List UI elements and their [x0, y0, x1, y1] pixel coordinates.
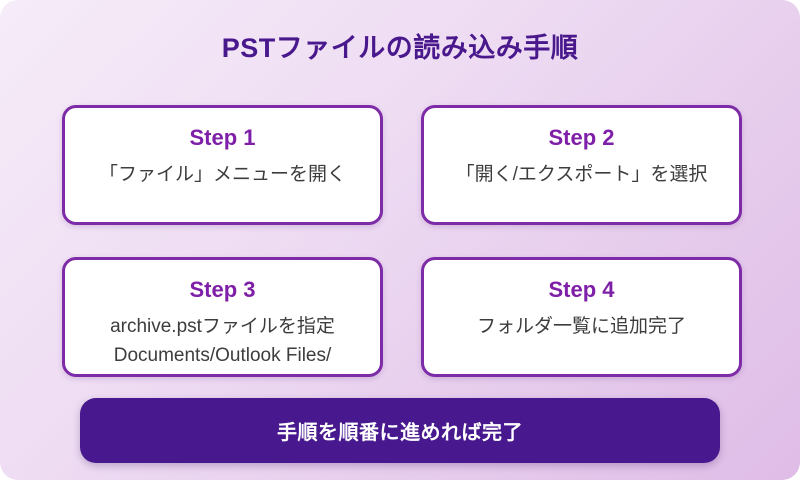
step-card-4: Step 4 フォルダ一覧に追加完了	[421, 257, 742, 377]
step-4-text: フォルダ一覧に追加完了	[476, 316, 686, 337]
steps-grid: Step 1 「ファイル」メニューを開く Step 2 「開く/エクスポート」を…	[62, 105, 742, 377]
step-4-label: Step 4	[548, 277, 615, 302]
step-3-text-line-1: archive.pstファイルを指定	[110, 316, 335, 337]
step-1-text: 「ファイル」メニューを開く	[98, 164, 346, 185]
page-title: PSTファイルの読み込み手順	[221, 33, 579, 63]
step-card-2: Step 2 「開く/エクスポート」を選択	[421, 105, 742, 225]
step-2-text: 「開く/エクスポート」を選択	[455, 164, 708, 185]
completion-banner: 手順を順番に進めれば完了	[80, 398, 720, 463]
step-3-text: archive.pstファイルを指定 Documents/Outlook Fil…	[110, 312, 335, 371]
completion-banner-text: 手順を順番に進めれば完了	[277, 422, 523, 444]
step-card-1: Step 1 「ファイル」メニューを開く	[62, 105, 383, 225]
step-3-text-line-2: Documents/Outlook Files/	[113, 345, 332, 367]
step-card-3: Step 3 archive.pstファイルを指定 Documents/Outl…	[62, 257, 383, 377]
step-2-label: Step 2	[548, 125, 615, 150]
step-3-label: Step 3	[189, 277, 256, 302]
step-1-label: Step 1	[189, 125, 256, 150]
